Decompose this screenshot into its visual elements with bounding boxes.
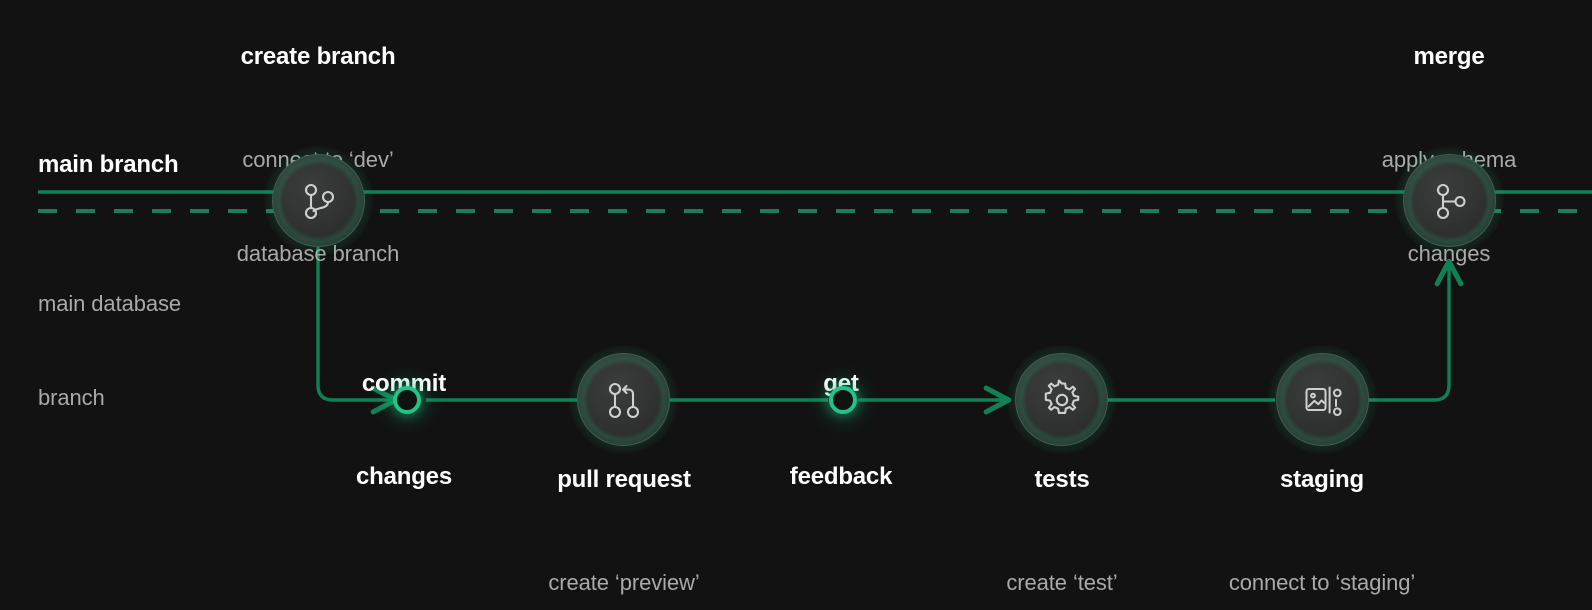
git-merge-icon: [1427, 178, 1473, 224]
main-branch-label: main branch: [38, 151, 179, 178]
create-branch-to-commit-path: [316, 246, 399, 415]
staging-subtitle-line1: connect to ‘staging’: [1228, 570, 1416, 596]
git-pull-request-icon: [601, 377, 647, 423]
node-get-feedback[interactable]: [829, 386, 857, 414]
main-database-branch-label-line1: main database: [38, 291, 182, 317]
tests-subtitle-line1: create ‘test’: [1006, 570, 1118, 596]
node-create-branch[interactable]: [264, 146, 373, 255]
tests-subtitle: create ‘test’ database branch: [981, 505, 1143, 610]
staging-to-merge-path: [1366, 258, 1464, 402]
node-staging[interactable]: [1268, 345, 1377, 454]
staging-preview-icon: [1300, 377, 1346, 423]
node-commit-changes[interactable]: [393, 386, 421, 414]
git-branch-icon: [296, 178, 342, 224]
commit-changes-title: commit changes: [356, 308, 452, 554]
tests-title: tests: [1034, 466, 1090, 493]
main-database-branch-label: main database branch: [38, 226, 181, 476]
get-feedback-title-line2: feedback: [789, 462, 893, 490]
merge-title: merge: [1413, 43, 1485, 70]
create-branch-subtitle-line2: database branch: [236, 241, 400, 267]
node-pull-request[interactable]: [569, 345, 678, 454]
gear-icon: [1039, 377, 1085, 423]
node-tests[interactable]: [1007, 345, 1116, 454]
pull-request-subtitle-line1: create ‘preview’: [548, 570, 700, 596]
create-branch-title: create branch: [240, 43, 396, 70]
node-merge[interactable]: [1395, 146, 1504, 255]
pull-request-title: pull request: [557, 466, 691, 493]
staging-subtitle: connect to ‘staging’ database branch: [1229, 505, 1415, 610]
main-database-branch-label-line2: branch: [38, 385, 105, 411]
commit-changes-title-line2: changes: [356, 462, 452, 490]
get-feedback-title: get feedback: [789, 308, 893, 554]
staging-title: staging: [1280, 466, 1364, 493]
pull-request-subtitle: create ‘preview’ database branch: [543, 505, 705, 610]
